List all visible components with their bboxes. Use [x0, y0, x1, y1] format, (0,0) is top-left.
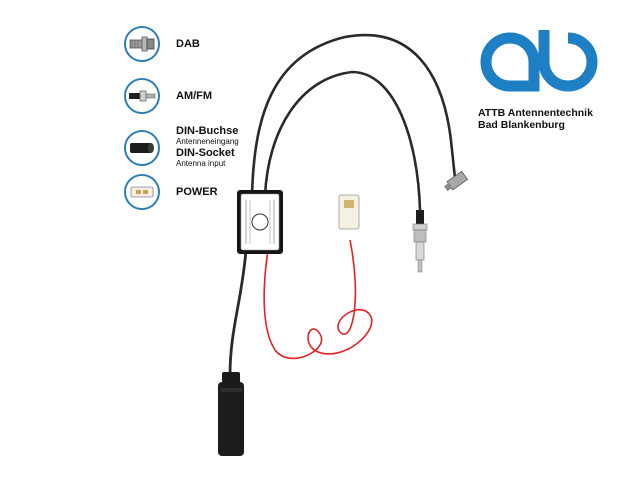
legend-item-din-socket: DIN-Buchse Antenneneingang DIN-Socket An…: [124, 126, 239, 170]
legend-sub-antenna-input: Antenna input: [176, 159, 226, 168]
din-socket-icon: [124, 130, 160, 166]
brand-block: ATTB Antennentechnik Bad Blankenburg: [478, 26, 628, 131]
splitter-box: [237, 190, 283, 254]
din-socket: [218, 372, 244, 456]
legend-item-power: POWER: [124, 174, 218, 210]
amfm-din-plug: [412, 210, 428, 273]
dab-connector: [444, 170, 469, 192]
power-wire: [263, 239, 373, 360]
power-plug-icon: [124, 174, 160, 210]
legend-label-din-buchse: DIN-Buchse: [176, 125, 239, 137]
legend-label-power: POWER: [176, 185, 218, 198]
sma-connector-icon: [124, 26, 160, 62]
output-cable: [228, 249, 248, 376]
brand-name: ATTB Antennentechnik: [478, 107, 593, 119]
legend-item-dab: DAB: [124, 26, 200, 62]
dab-cable: [250, 33, 457, 197]
brand-logo: [480, 30, 598, 92]
legend-item-amfm: AM/FM: [124, 78, 212, 114]
legend-label-din-socket: DIN-Socket: [176, 147, 235, 159]
legend-label-amfm: AM/FM: [176, 89, 213, 102]
power-plug: [338, 194, 360, 230]
brand-location: Bad Blankenburg: [478, 119, 565, 132]
legend-sub-antenneneingang: Antenneneingang: [176, 137, 239, 146]
amfm-cable: [263, 70, 422, 211]
din-plug-icon: [124, 78, 160, 114]
legend-label-dab: DAB: [176, 37, 200, 50]
